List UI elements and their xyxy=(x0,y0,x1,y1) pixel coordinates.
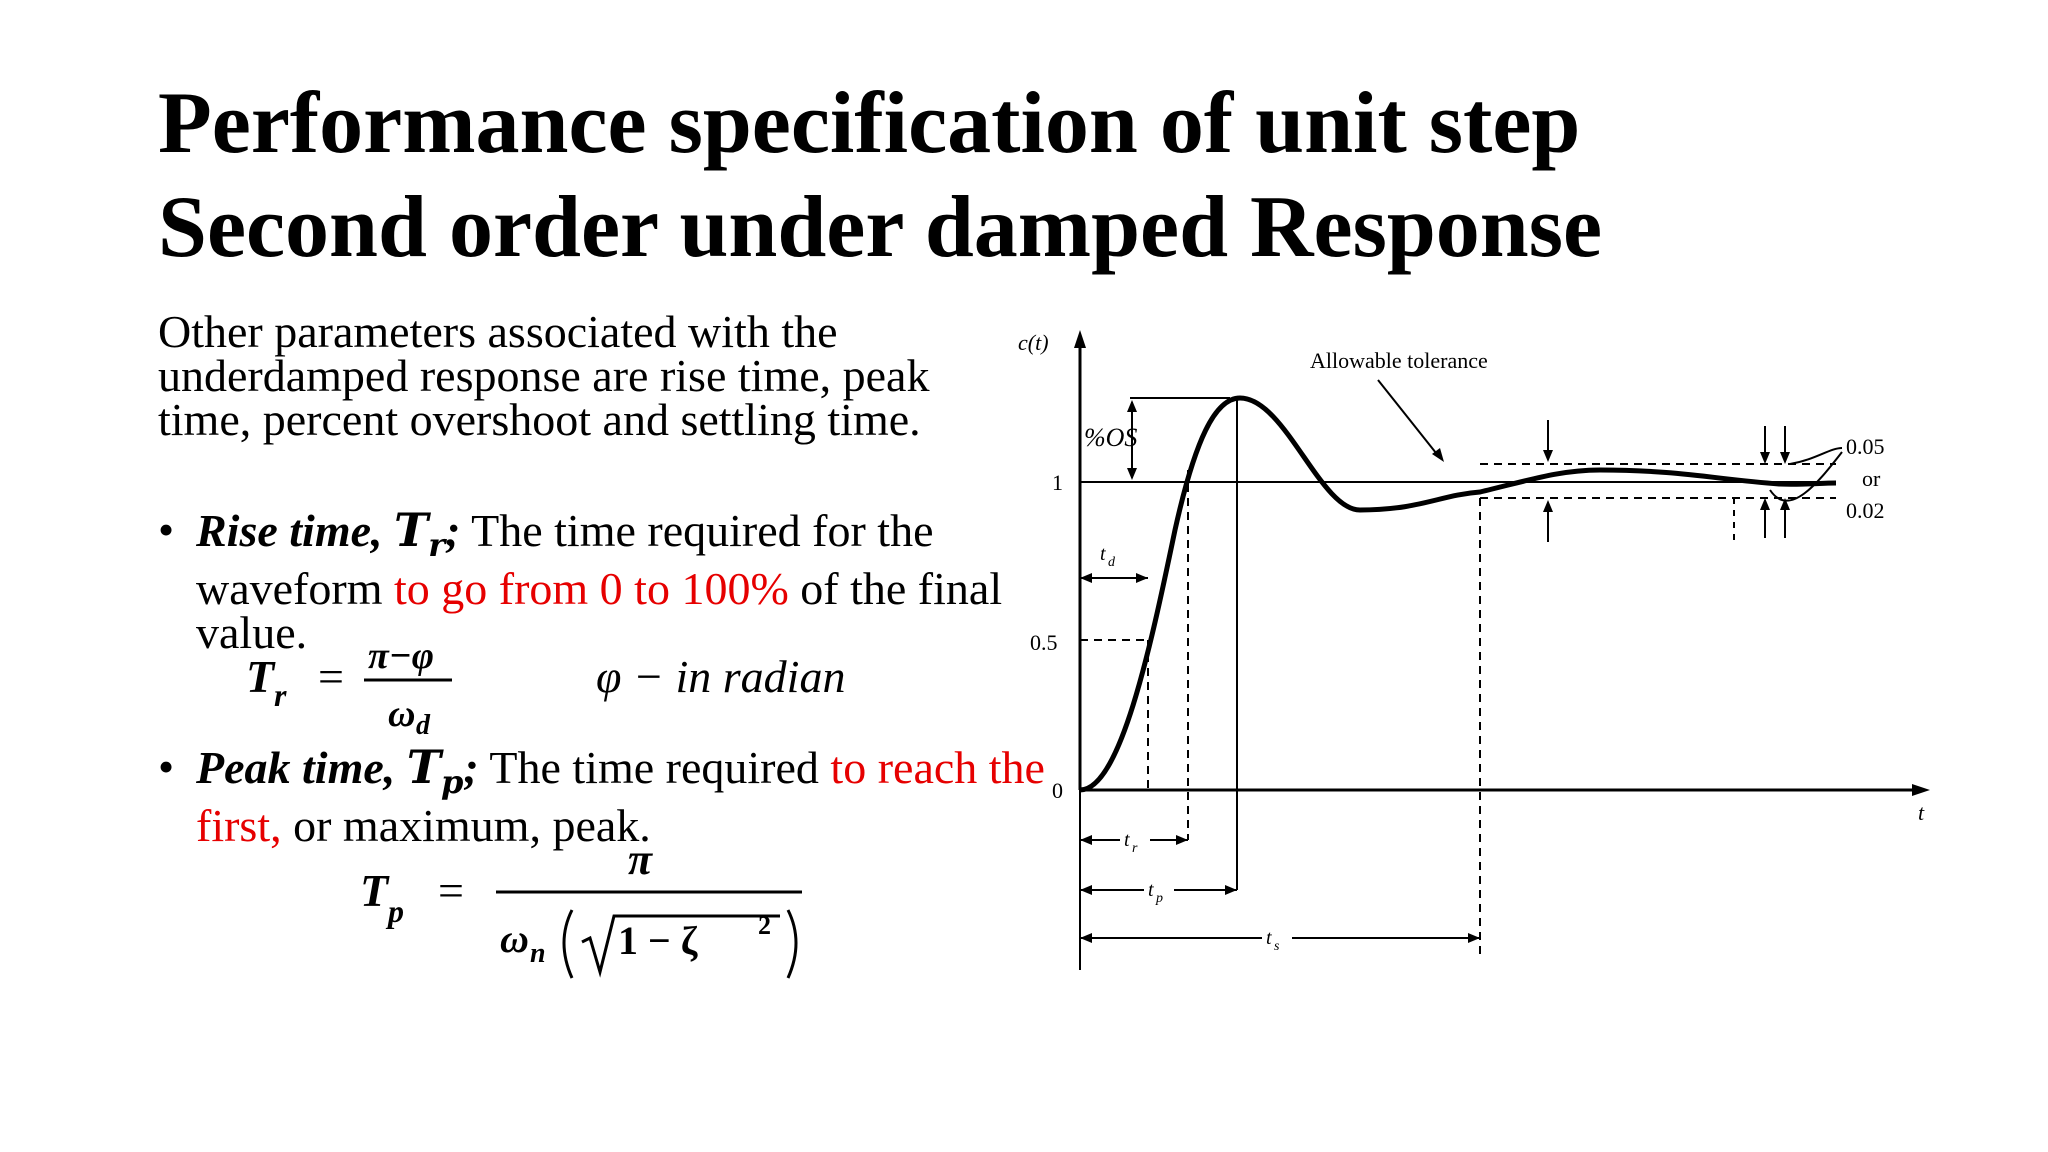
eq2-left-paren xyxy=(562,909,574,979)
peak-time-term: Peak time, xyxy=(196,742,407,793)
bullet-rise-time-text: Rise time, Tr; The time required for the… xyxy=(196,505,1046,659)
ts-label: t xyxy=(1266,927,1272,949)
tp-dimension-left xyxy=(1080,885,1092,895)
eq2-right-paren xyxy=(786,909,798,979)
eq2-equals: = xyxy=(438,865,464,916)
y-tick-1: 1 xyxy=(1052,470,1063,495)
x-axis-label: t xyxy=(1918,800,1925,825)
tolerance-arrow-up-head xyxy=(1543,500,1553,512)
title-line-1: Performance specification of unit step xyxy=(158,75,1581,172)
bullet-peak-time-text: Peak time, Tp; The time required to reac… xyxy=(196,742,1046,852)
rise-time-highlight: to go from 0 to 100% xyxy=(393,563,789,615)
eq2-denominator: ω xyxy=(500,916,529,961)
tolerance-pointer xyxy=(1377,379,1441,459)
rise-time-separator: ; xyxy=(445,505,461,556)
band-arrow-4-head xyxy=(1780,498,1790,510)
overshoot-arrow-up xyxy=(1127,400,1137,412)
eq2-radicand: 1 − ζ xyxy=(618,918,698,963)
ts-dimension-left xyxy=(1080,933,1092,943)
tolerance-arrow-down-head xyxy=(1543,450,1553,462)
bullet-dot: • xyxy=(158,504,175,555)
peak-time-highlight: to reach the first, xyxy=(196,742,1045,852)
ts-dimension-right xyxy=(1468,933,1480,943)
peak-time-desc-end: or maximum, peak. xyxy=(281,800,651,852)
td-label-sub: d xyxy=(1108,555,1116,570)
td-dimension-right xyxy=(1136,573,1148,583)
band-callout xyxy=(1769,451,1843,502)
title-line-2: Second order under damped Response xyxy=(158,179,1603,276)
peak-time-symbol: T xyxy=(406,740,442,794)
tr-label-sub: r xyxy=(1132,841,1138,856)
y-axis-label: c(t) xyxy=(1018,330,1049,355)
tr-label: t xyxy=(1124,829,1130,851)
eq2-exponent: 2 xyxy=(758,911,771,940)
peak-time-separator: ; xyxy=(463,742,479,793)
bullet-dot: • xyxy=(158,741,175,792)
rise-time-desc: The time required for the waveform xyxy=(196,505,934,615)
slide-title: Performance specification of unit step S… xyxy=(158,72,1758,280)
intro-paragraph: Other parameters associated with the und… xyxy=(158,306,930,445)
tolerance-value-2: 0.02 xyxy=(1846,498,1885,523)
rise-time-symbol: T xyxy=(394,503,429,557)
step-response-figure: c(t) t 1 0.5 0 %OS Allowable tolerance 0… xyxy=(1018,330,1930,970)
eq1-equals: = xyxy=(318,651,344,702)
ts-label-bg xyxy=(1262,926,1292,950)
peak-time-equation: T p = π ω n 1 − ζ 2 xyxy=(360,830,820,1001)
band-arrow-1-head xyxy=(1760,452,1770,464)
band-arrow-2-head xyxy=(1780,452,1790,464)
eq1-note: φ − in radian xyxy=(596,651,845,702)
rise-time-term: Rise time, xyxy=(196,505,395,556)
tolerance-value-or: or xyxy=(1862,466,1881,491)
tr-dimension-left xyxy=(1080,835,1092,845)
tolerance-pointer-head xyxy=(1432,448,1444,462)
tr-label-bg xyxy=(1120,828,1150,852)
y-tick-0: 0 xyxy=(1052,778,1063,803)
overshoot-label: %OS xyxy=(1084,423,1137,452)
peak-time-desc: The time required xyxy=(478,742,831,793)
td-dimension-left xyxy=(1080,573,1092,583)
tr-dimension-right xyxy=(1176,835,1188,845)
step-response-curve xyxy=(1079,395,1837,793)
rise-time-subscript: r xyxy=(428,526,446,565)
tp-label-bg xyxy=(1144,878,1174,902)
td-label: t xyxy=(1100,543,1106,565)
overshoot-arrow-down xyxy=(1127,468,1137,480)
band-callout-2 xyxy=(1789,447,1843,465)
eq1-lhs: T xyxy=(246,651,276,702)
peak-time-subscript: p xyxy=(441,763,464,802)
eq1-lhs-sub: r xyxy=(274,677,287,713)
eq2-lhs-sub: p xyxy=(385,893,404,929)
tp-label-sub: p xyxy=(1155,891,1163,906)
eq1-denominator: ω xyxy=(388,693,415,735)
rise-time-equation: T r = π−φ ω d φ − in radian xyxy=(246,630,946,751)
eq2-numerator: π xyxy=(628,835,653,884)
eq2-denominator-sub: n xyxy=(530,938,546,969)
eq2-lhs: T xyxy=(360,865,390,916)
eq1-denominator-sub: d xyxy=(416,710,431,740)
ts-label-sub: s xyxy=(1274,939,1280,954)
tolerance-label: Allowable tolerance xyxy=(1310,348,1488,373)
tp-label: t xyxy=(1148,879,1154,901)
rise-time-desc-end: of the final value. xyxy=(196,563,1003,659)
y-tick-0-5: 0.5 xyxy=(1030,630,1058,655)
tolerance-value-1: 0.05 xyxy=(1846,434,1885,459)
eq2-sqrt-sign xyxy=(581,914,780,978)
band-arrow-3-head xyxy=(1760,498,1770,510)
eq1-numerator: π−φ xyxy=(368,635,434,677)
response-axis-arrow xyxy=(1074,330,1086,348)
time-axis-arrow xyxy=(1912,784,1930,796)
tp-dimension-right xyxy=(1225,885,1237,895)
